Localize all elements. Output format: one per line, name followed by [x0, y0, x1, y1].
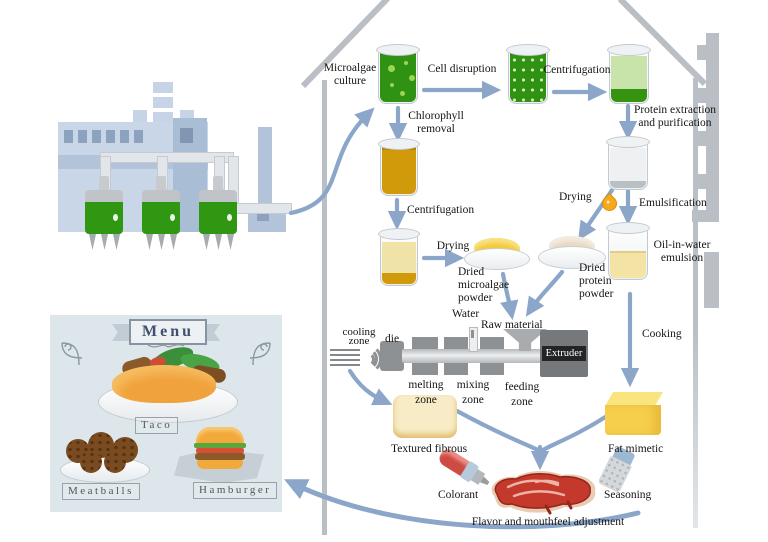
die-block — [380, 341, 404, 371]
wall-right — [693, 78, 698, 528]
factory-window — [120, 130, 129, 143]
factory-window — [134, 130, 143, 143]
heater-block — [444, 363, 468, 375]
wall-trim-strip — [706, 33, 719, 222]
textured-fibrous-product — [393, 395, 457, 438]
chimney-dash — [153, 112, 173, 123]
banner-flourish — [147, 344, 185, 348]
chimney-dash — [153, 82, 173, 93]
extruder-label: Extruder — [542, 346, 586, 361]
beaker-oil-in-water-emulsion — [606, 222, 650, 280]
microalgae-powder-plate — [464, 248, 530, 270]
meatballs-dish — [58, 427, 158, 485]
banner-left-tail — [112, 324, 130, 341]
heater-block — [412, 363, 438, 375]
factory-window — [78, 130, 87, 143]
label-dried-protein-powder: Dried protein powder — [579, 262, 614, 300]
label-centrifugation-mid: Centrifugation — [407, 204, 475, 216]
label-water: Water — [452, 308, 480, 320]
beaker-disrupted-cells — [506, 44, 550, 104]
bioreactor-tank — [85, 176, 123, 252]
factory-tower-window — [180, 128, 193, 143]
taco-label: Taco — [141, 419, 173, 431]
wall-trim-tooth — [697, 131, 706, 146]
label-die: die — [385, 333, 400, 345]
protein-powder-plate — [538, 246, 606, 269]
heater-block — [480, 363, 504, 375]
beaker-centrifuged-green — [607, 44, 651, 104]
label-centrifugation-top: Centrifugation — [543, 64, 611, 76]
label-raw-material: Raw material — [481, 319, 543, 331]
pipe-out — [232, 203, 292, 214]
label-feeding-zone: feeding zone — [504, 381, 540, 408]
factory-illustration — [0, 0, 320, 270]
heater-block — [480, 337, 504, 349]
menu-item-taco: Taco — [135, 417, 179, 434]
label-textured-fibrous: Textured fibrous — [391, 443, 468, 455]
wall-trim-tooth — [697, 45, 706, 60]
label-emulsification: Emulsification — [639, 197, 707, 209]
beaker-microalgae-culture — [376, 44, 420, 104]
factory-window — [64, 130, 73, 143]
taco-dish — [94, 342, 240, 423]
steak-illustration — [491, 471, 596, 515]
wall-trim-block — [704, 252, 719, 308]
beaker-protein-solution — [606, 136, 650, 190]
label-melting-zone: melting zone — [408, 379, 444, 406]
wall-left — [322, 80, 327, 535]
label-cooking: Cooking — [642, 328, 682, 340]
label-flavor-adjustment: Flavor and mouthfeel adjustment — [471, 516, 625, 528]
heater-block — [412, 337, 438, 349]
label-colorant: Colorant — [438, 489, 479, 501]
label-protein-extraction: Protein extraction and purification — [633, 104, 717, 129]
label-mixing-zone: mixing zone — [456, 379, 490, 406]
menu-item-meatballs: Meatballs — [62, 483, 140, 500]
label-chlorophyll-removal: Chlorophyll removal — [408, 110, 464, 135]
menu-banner: Menu — [129, 319, 207, 345]
label-microalgae-culture: Microalgae culture — [323, 62, 377, 87]
label-cooling-zone: cooling zone — [342, 326, 376, 348]
roof-block — [133, 110, 147, 124]
beaker-centrifuged-yellow — [378, 228, 420, 286]
label-seasoning: Seasoning — [604, 489, 652, 501]
label-cell-disruption: Cell disruption — [427, 63, 497, 75]
water-inlet-tube — [469, 327, 478, 352]
beaker-chlorophyll-removed — [378, 138, 420, 196]
oil-droplet-icon — [598, 192, 621, 215]
wall-trim-bar — [692, 210, 719, 222]
bioreactor-tank — [142, 176, 180, 252]
hamburger-label: Hamburger — [199, 484, 272, 496]
extruder-barrel — [402, 349, 542, 363]
meatballs-label: Meatballs — [68, 485, 134, 497]
bioreactor-tank — [199, 176, 237, 252]
menu-item-hamburger: Hamburger — [193, 482, 278, 499]
menu-panel: Menu Taco — [50, 315, 282, 512]
factory-window — [92, 130, 101, 143]
label-fat-mimetic: Fat mimetic — [608, 443, 664, 455]
factory-annex-window — [257, 210, 269, 221]
menu-title: Menu — [142, 323, 194, 340]
extruder-motor-box: Extruder — [540, 330, 588, 377]
label-dried-microalgae-powder: Dried microalgae powder — [458, 266, 510, 304]
hamburger-dish — [172, 427, 268, 485]
label-drying-left: Drying — [436, 240, 470, 252]
wall-trim-tooth — [697, 174, 706, 189]
corner-ornament-left — [61, 342, 83, 366]
factory-window — [106, 130, 115, 143]
heater-block — [444, 337, 468, 349]
label-oil-in-water-emulsion: Oil-in-water emulsion — [653, 239, 711, 264]
wall-trim-tooth — [697, 88, 706, 103]
corner-ornament-right — [249, 342, 271, 366]
chimney-dash — [153, 97, 173, 108]
label-drying-right: Drying — [559, 191, 592, 203]
